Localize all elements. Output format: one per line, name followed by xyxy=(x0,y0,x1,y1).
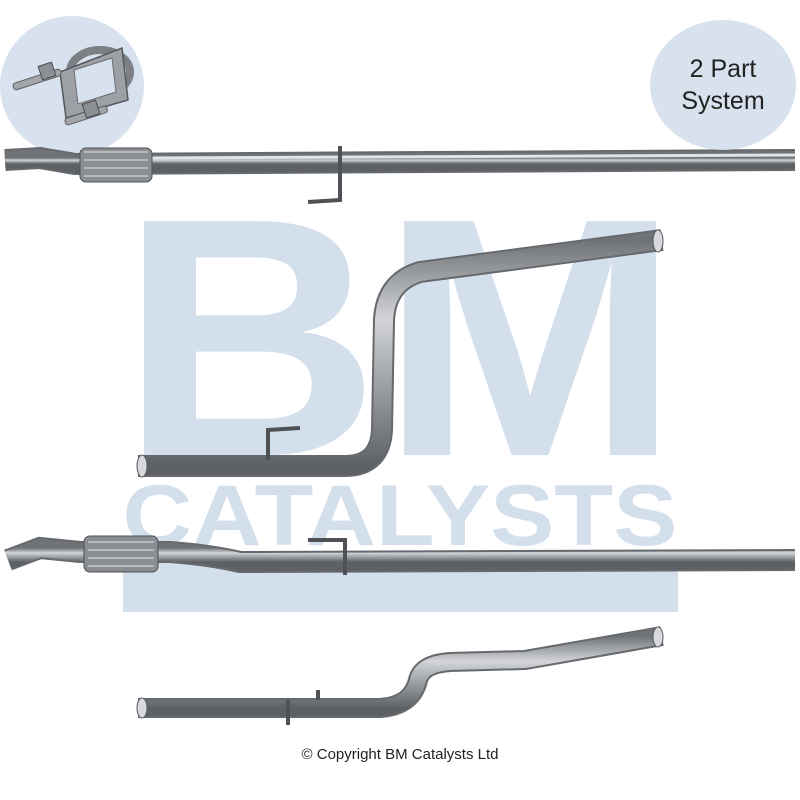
two-part-system-badge: 2 Part System xyxy=(650,20,796,150)
rear-pipe-4 xyxy=(136,626,664,725)
flex-joint xyxy=(79,147,153,183)
brand-watermark: BM CATALYSTS xyxy=(120,148,680,612)
flex-joint xyxy=(83,535,159,573)
badge-line-1: 2 Part xyxy=(689,55,757,83)
rear-pipe-2 xyxy=(136,229,664,478)
copyright-notice: © Copyright BM Catalysts Ltd xyxy=(301,746,499,763)
exhaust-clamp-icon xyxy=(0,16,144,156)
front-pipe-1 xyxy=(4,146,796,204)
badge-line-2: System xyxy=(681,87,765,115)
front-pipe-3 xyxy=(4,535,796,575)
